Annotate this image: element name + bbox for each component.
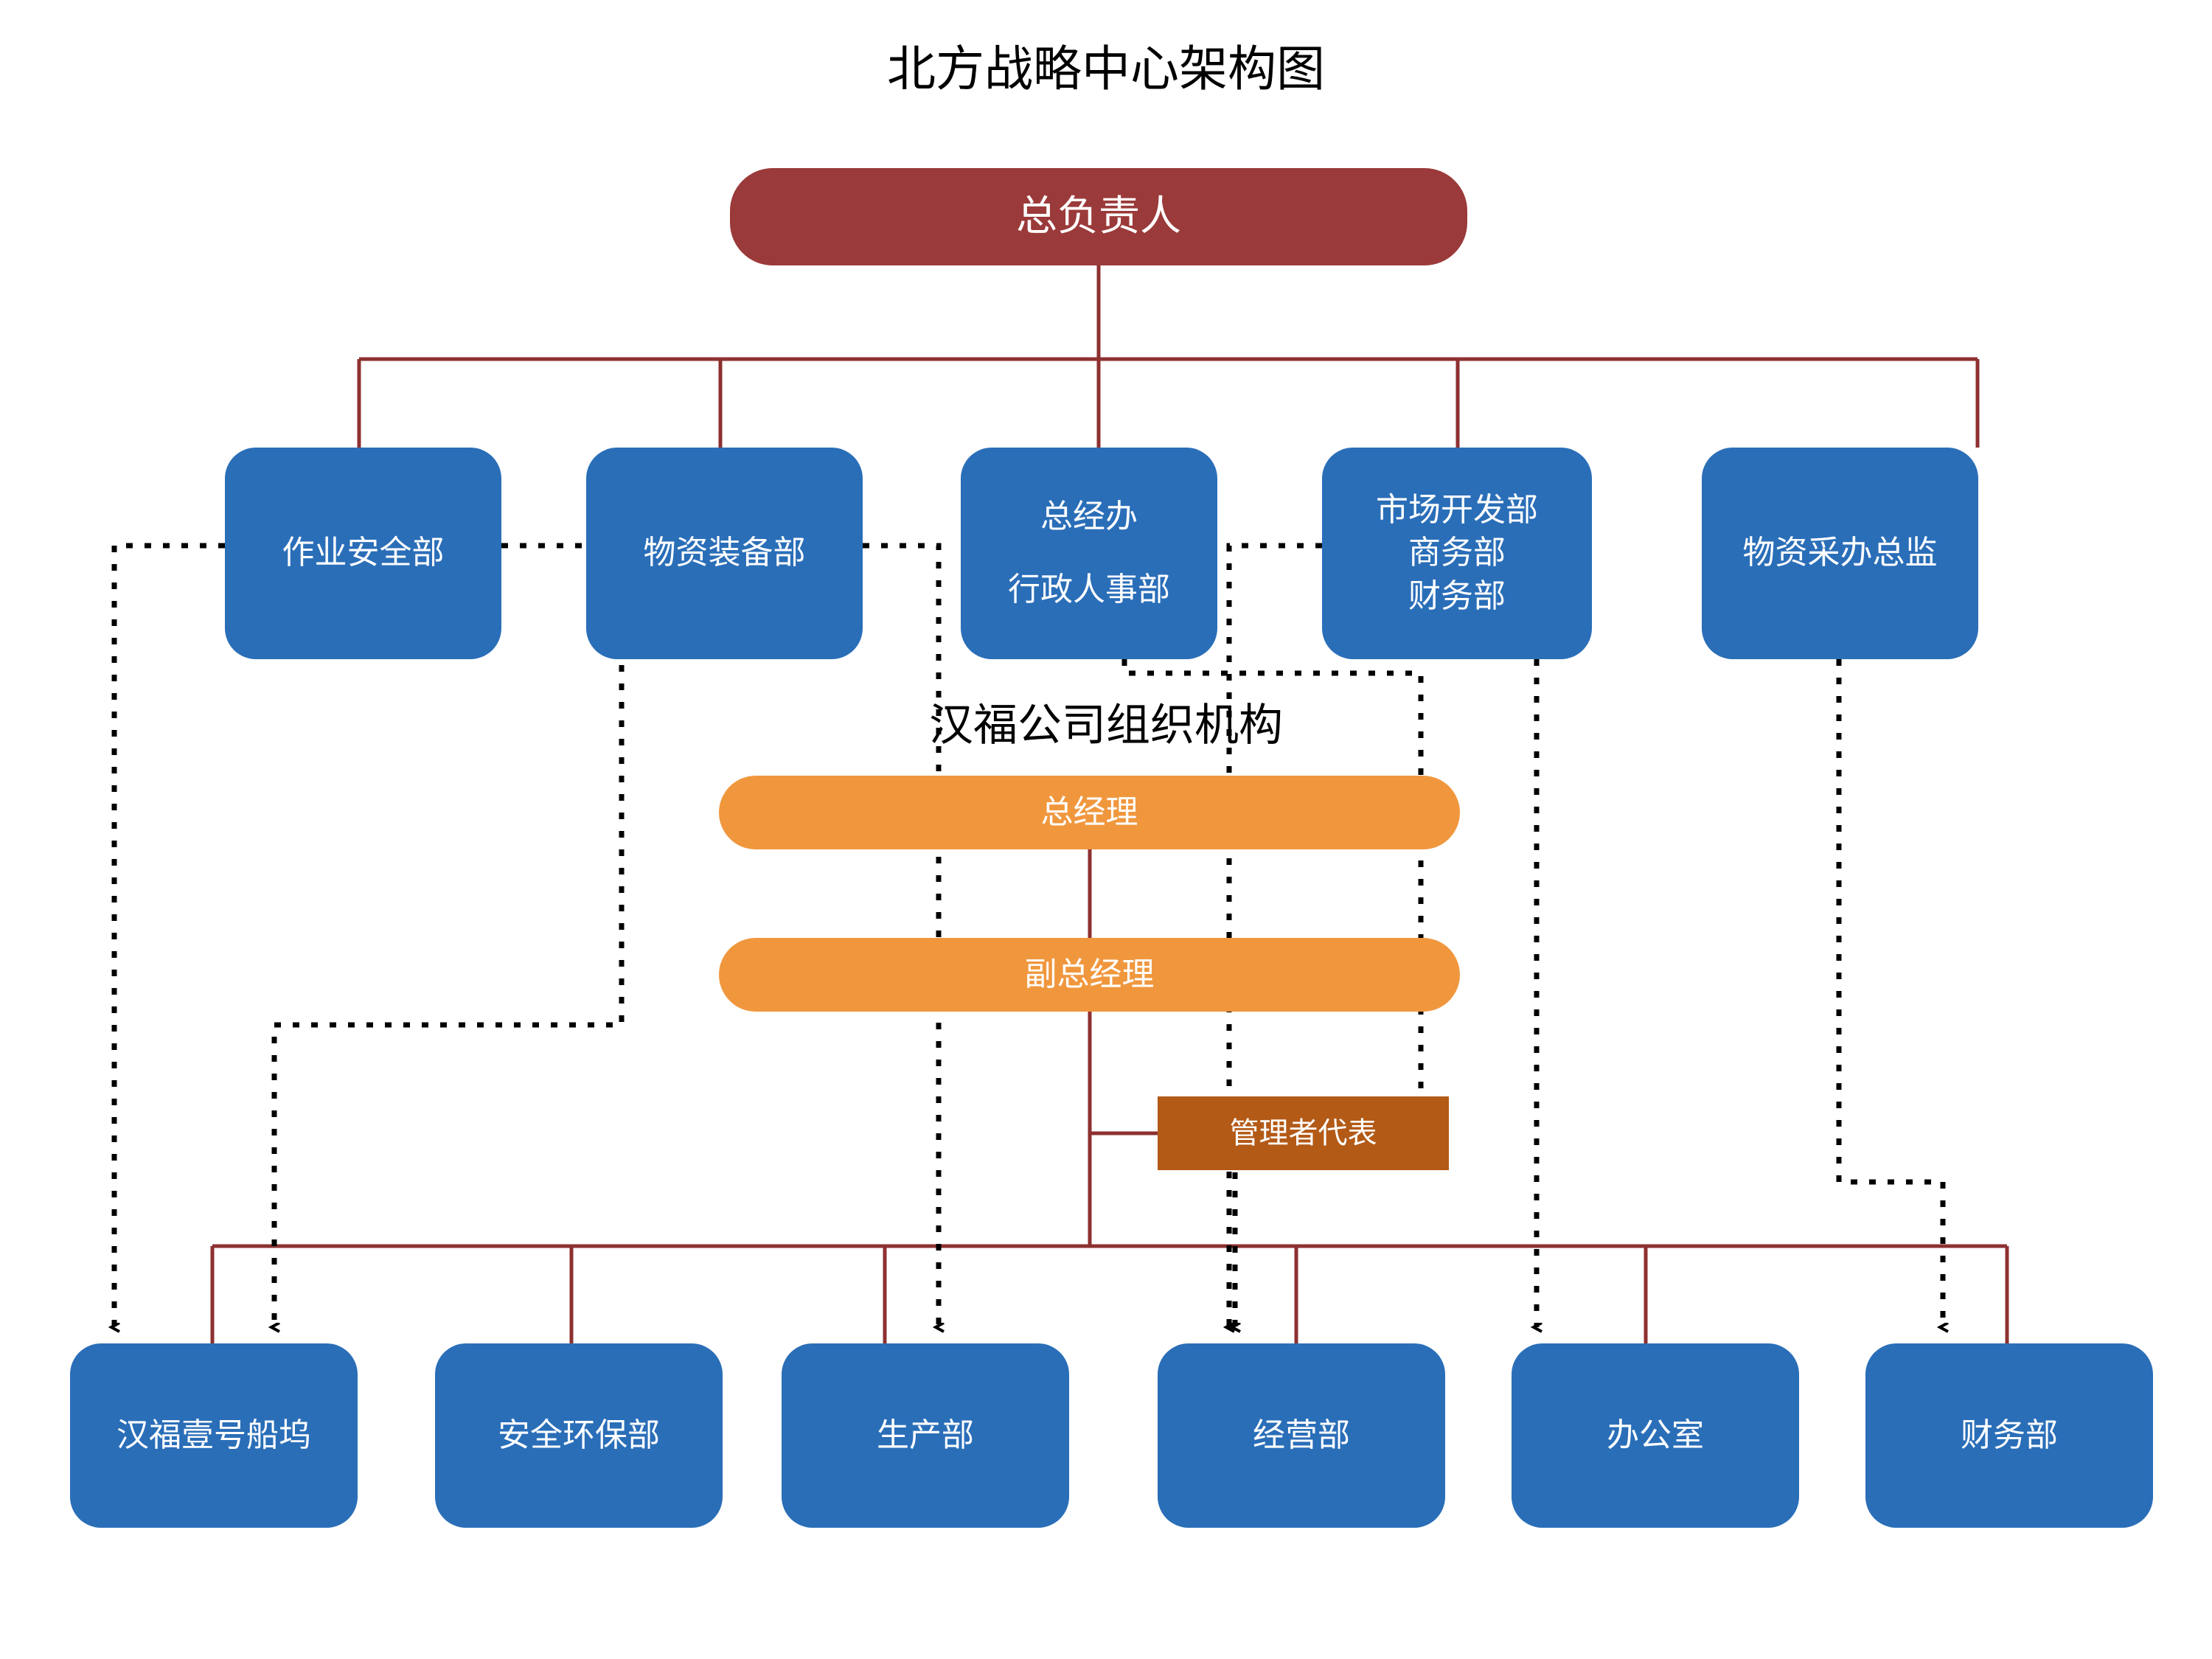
node-label-office: 办公室: [1607, 1416, 1704, 1454]
node-total-leader[interactable]: 总负责人: [730, 168, 1467, 265]
node-safety-environment-dept[interactable]: 安全环保部: [435, 1343, 723, 1528]
node-finance-dept[interactable]: 财务部: [1865, 1343, 2153, 1528]
dotted-zuoye-to-anquan: [274, 543, 625, 1327]
node-label-total-leader: 总负责人: [1016, 192, 1181, 241]
node-management-representative[interactable]: 管理者代表: [1158, 1096, 1449, 1170]
solid-connectors: [210, 265, 2009, 1343]
node-label-work-safety-dept: 作业安全部: [282, 534, 445, 572]
node-label-business-dept: 商务部: [1408, 534, 1506, 572]
node-label-gm-office-line2: 行政人事部: [1008, 570, 1170, 608]
node-general-manager[interactable]: 总经理: [719, 776, 1460, 849]
dotted-connectors: [114, 543, 1943, 1327]
node-label-management-representative: 管理者代表: [1229, 1116, 1377, 1150]
node-procurement-director[interactable]: 物资采办总监: [1702, 448, 1978, 659]
node-label-finance-dept: 财务部: [1961, 1416, 2058, 1454]
node-label-hanfu-no1-dock: 汉福壹号船坞: [116, 1416, 311, 1454]
node-label-operations-dept: 经营部: [1253, 1416, 1350, 1454]
node-label-procurement-director: 物资采办总监: [1742, 534, 1938, 572]
node-work-safety-dept[interactable]: 作业安全部: [225, 448, 501, 659]
node-market-business-finance[interactable]: 市场开发部 商务部 财务部: [1322, 448, 1592, 659]
edge-deputy-to-mgmt-rep: [1088, 1012, 1158, 1135]
node-label-market-dev: 市场开发部: [1376, 491, 1538, 529]
dotted-caiban-to-caiwu: [1836, 659, 1943, 1327]
node-deputy-general-manager[interactable]: 副总经理: [719, 938, 1460, 1012]
sub-title: 汉福公司组织机构: [929, 700, 1283, 751]
node-label-materials-equipment-dept: 物资装备部: [643, 534, 806, 572]
main-title: 北方战略中心架构图: [887, 41, 1325, 97]
node-hanfu-no1-dock[interactable]: 汉福壹号船坞: [70, 1343, 358, 1528]
dotted-wuzi-to-shengchan: [863, 543, 939, 1327]
node-label-safety-environment-dept: 安全环保部: [498, 1416, 660, 1454]
dotted-shichang-to-jingying2: [1229, 543, 1322, 1327]
dotted-zuoye-to-chuanwu: [114, 543, 225, 1327]
node-office[interactable]: 办公室: [1512, 1343, 1799, 1528]
node-label-production-dept: 生产部: [877, 1416, 974, 1454]
node-label-finance-dept-top: 财务部: [1408, 577, 1506, 615]
node-production-dept[interactable]: 生产部: [782, 1343, 1069, 1528]
node-materials-equipment-dept[interactable]: 物资装备部: [586, 448, 863, 659]
node-gm-office[interactable]: 总经办 行政人事部: [961, 448, 1217, 659]
node-operations-dept[interactable]: 经营部: [1158, 1343, 1445, 1528]
node-label-deputy-general-manager: 副总经理: [1024, 955, 1155, 993]
node-label-gm-office-line1: 总经办: [1040, 498, 1138, 536]
node-label-general-manager: 总经理: [1040, 793, 1138, 831]
